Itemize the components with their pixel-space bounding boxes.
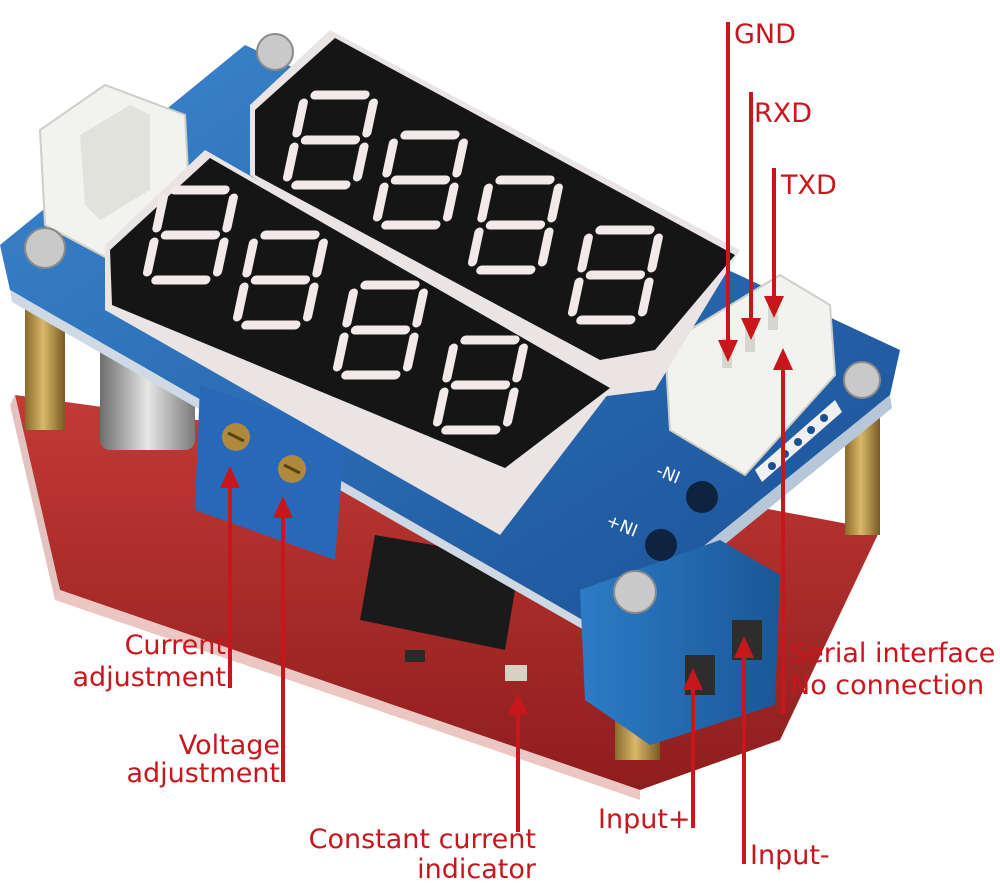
- header-pads: [755, 400, 842, 482]
- label-current-adjustment-line1: Current: [124, 630, 226, 661]
- label-constant-current-line2: indicator: [417, 854, 536, 885]
- smd-components: [405, 650, 527, 681]
- digit-upper-4: [567, 225, 663, 325]
- label-voltage-adjustment-line1: Voltage: [178, 730, 280, 761]
- label-txd: TXD: [781, 170, 837, 201]
- trimmer-pots: [195, 385, 345, 560]
- digit-lower-3: [332, 280, 428, 380]
- label-gnd: GND: [734, 19, 796, 50]
- digit-upper-2: [372, 130, 468, 230]
- digit-upper-1: [282, 90, 378, 190]
- label-current-adjustment-line2: adjustment: [72, 662, 226, 693]
- label-rxd: RXD: [754, 98, 813, 129]
- label-input-minus: Input-: [750, 840, 830, 871]
- digit-lower-2: [232, 230, 328, 330]
- annotation-lines: [220, 22, 793, 864]
- digit-lower-1: [142, 185, 238, 285]
- seven-segment-digits: [142, 90, 663, 435]
- display-lower: [105, 150, 615, 535]
- digit-lower-4: [432, 335, 528, 435]
- label-serial-interface-line2: No connection: [790, 670, 985, 701]
- label-input-plus: Input+: [598, 804, 691, 835]
- label-constant-current-line1: Constant current: [308, 824, 536, 855]
- input-holes: [645, 481, 718, 561]
- mounting-screws: [24, 33, 881, 614]
- label-voltage-adjustment-line2: adjustment: [126, 758, 280, 789]
- label-serial-interface-line1: Serial interface: [790, 638, 996, 669]
- digit-upper-3: [467, 175, 563, 275]
